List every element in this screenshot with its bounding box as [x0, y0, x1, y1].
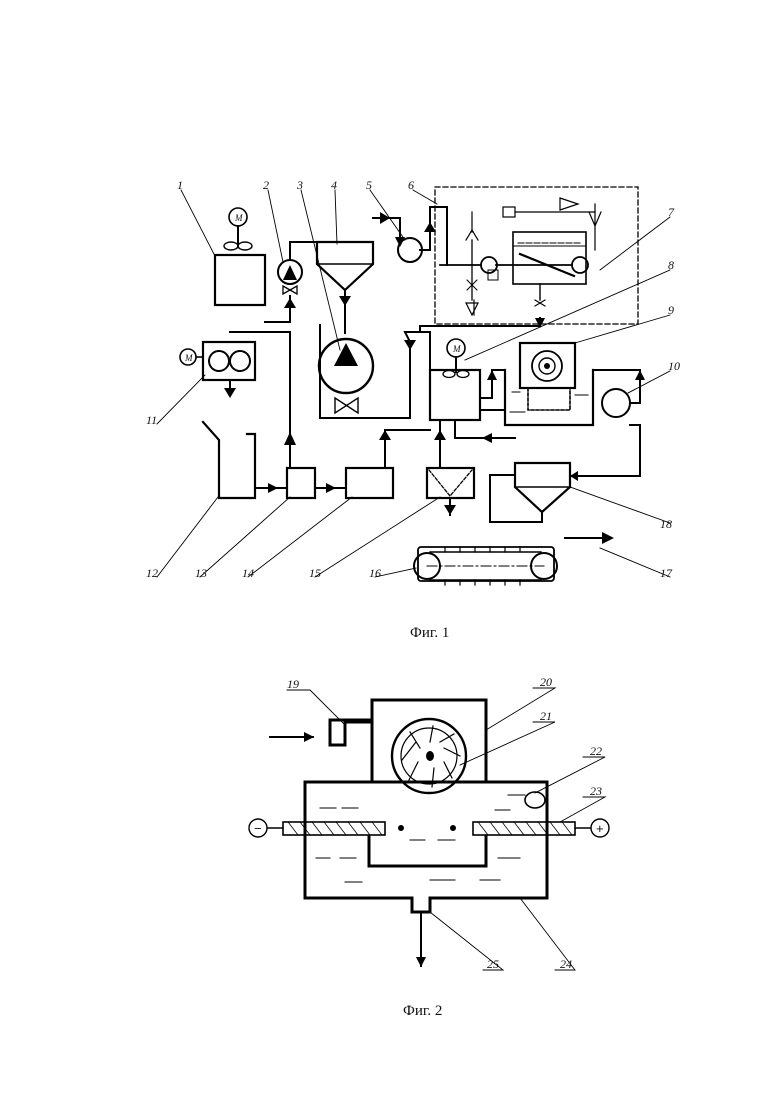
unit-22-float — [525, 792, 545, 808]
label-9: 9 — [668, 303, 674, 317]
label-19: 19 — [287, 677, 299, 691]
unit-10-pump — [602, 389, 630, 417]
label-20: 20 — [540, 675, 552, 689]
unit-16-conveyor — [414, 547, 557, 585]
minus-sign: − — [254, 821, 262, 836]
motor-symbol-11: M — [184, 353, 193, 363]
label-4: 4 — [331, 178, 337, 192]
unit-15-filter — [427, 468, 474, 498]
unit-4-hopper — [317, 242, 373, 290]
figure-1-caption: Фиг. 1 — [410, 625, 449, 642]
unit-23-electrodes — [268, 822, 590, 835]
label-5: 5 — [366, 178, 372, 192]
unit-2-pump — [278, 260, 302, 294]
unit-24-vessel — [305, 782, 547, 912]
label-14: 14 — [242, 566, 254, 580]
plus-sign: + — [596, 821, 604, 836]
label-16: 16 — [369, 566, 381, 580]
label-6: 6 — [408, 178, 414, 192]
label-12: 12 — [146, 566, 158, 580]
unit-18-settler — [515, 463, 570, 512]
unit-6-module — [435, 187, 638, 324]
label-1: 1 — [177, 178, 183, 192]
label-15: 15 — [309, 566, 321, 580]
unit-12-bin — [203, 422, 255, 498]
fig2-liquid — [316, 795, 525, 882]
label-10: 10 — [668, 359, 680, 373]
unit-14-box — [346, 468, 393, 498]
figure-2-caption: Фиг. 2 — [403, 1003, 442, 1020]
fig2-basket — [369, 836, 486, 866]
unit-9-cell — [505, 343, 593, 425]
unit-13-box — [287, 468, 315, 498]
fig1-diagram — [157, 187, 670, 585]
label-13: 13 — [195, 566, 207, 580]
label-7: 7 — [668, 205, 675, 219]
motor-symbol-1: M — [234, 213, 243, 223]
label-24: 24 — [560, 957, 572, 971]
label-2: 2 — [263, 178, 269, 192]
label-25: 25 — [487, 957, 499, 971]
fig2-leaders — [287, 688, 605, 970]
fig2-diagram — [249, 688, 609, 970]
unit-3-large-pump — [319, 339, 373, 413]
label-22: 22 — [590, 744, 602, 758]
label-21: 21 — [540, 709, 552, 723]
label-8: 8 — [668, 258, 674, 272]
label-3: 3 — [296, 178, 303, 192]
label-17: 17 — [660, 566, 673, 580]
label-11: 11 — [146, 413, 157, 427]
label-18: 18 — [660, 517, 672, 531]
motor-symbol-8: M — [452, 344, 461, 354]
label-23: 23 — [590, 784, 602, 798]
